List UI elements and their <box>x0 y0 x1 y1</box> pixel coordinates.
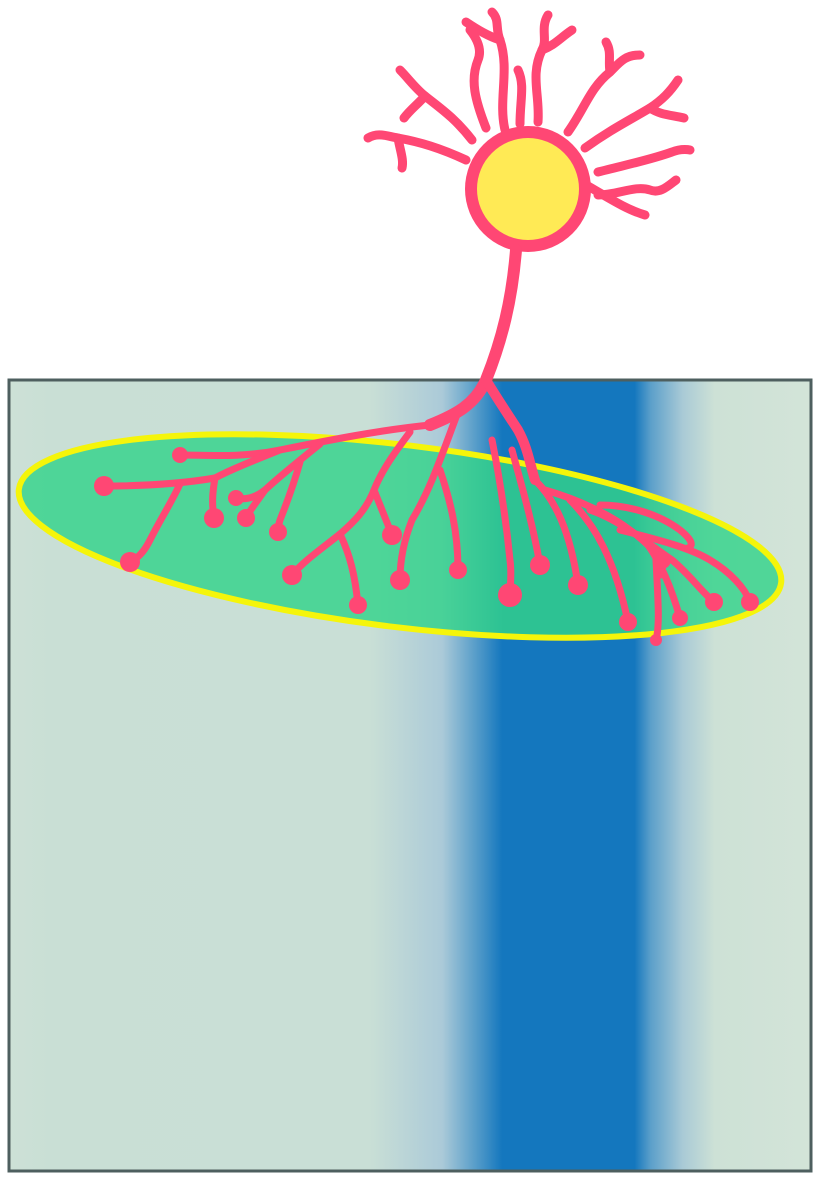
dendrite-terminals <box>94 447 759 646</box>
apical-dendrites <box>363 7 695 220</box>
neuron-icon <box>94 7 759 646</box>
right-dendritic-arbor <box>396 408 754 644</box>
axon-branch-right <box>481 375 540 485</box>
cell-body-icon <box>477 138 579 240</box>
